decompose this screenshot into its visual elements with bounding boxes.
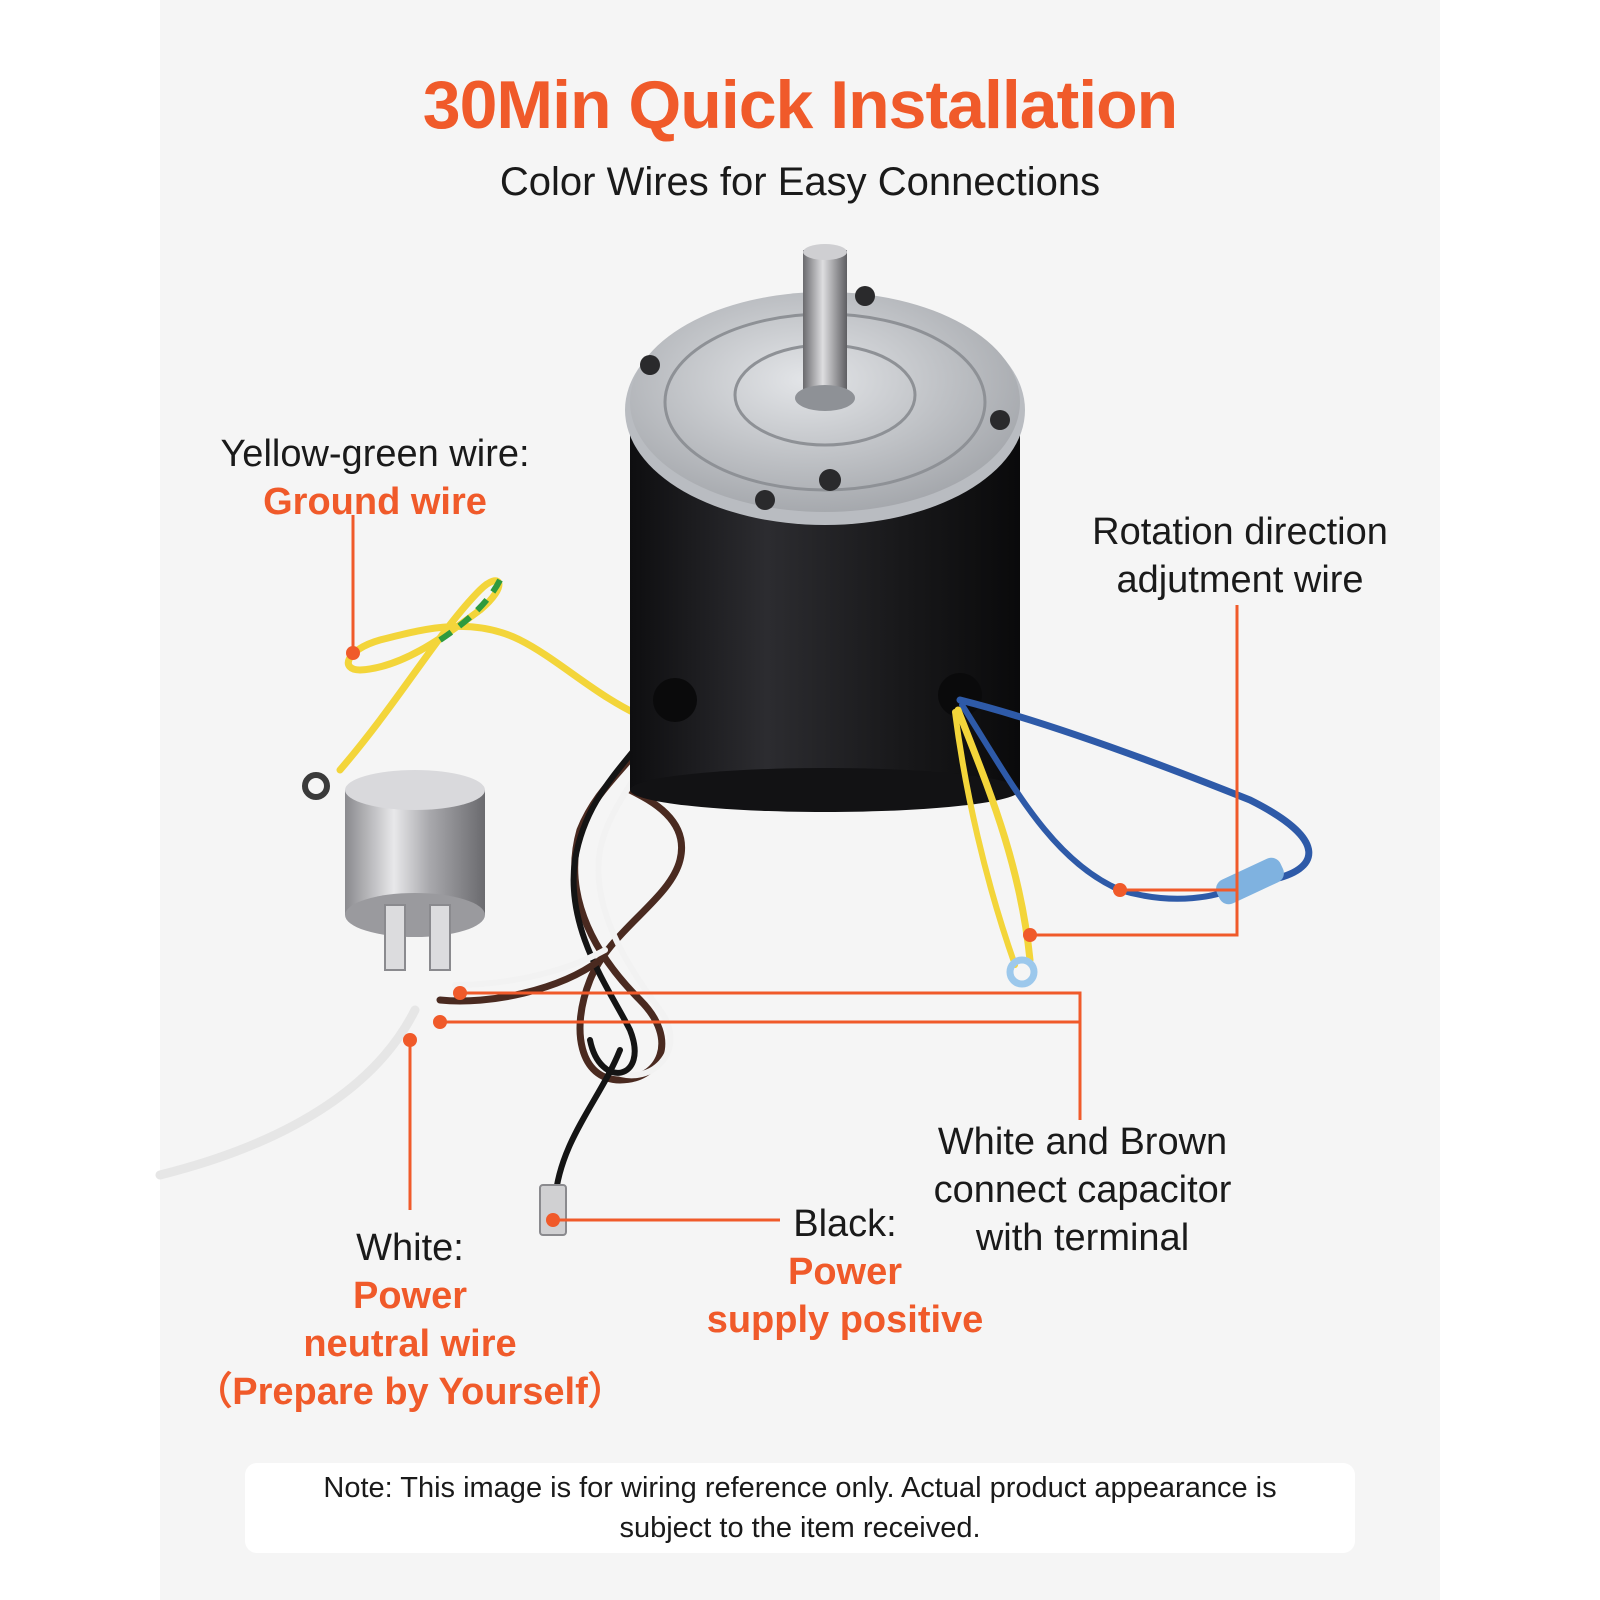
ground-ring-terminal [302,772,330,800]
leader-lines [351,515,1239,1222]
white-label-line4: （Prepare by Yourself） [194,1371,626,1413]
white-brown-label: White and Brown connect capacitor with t… [905,1118,1260,1262]
white-label-line3: neutral wire [303,1323,517,1365]
ground-label-line2: Ground wire [263,481,487,523]
black-label-line3: supply positive [706,1299,984,1341]
white-brown-line1: White and Brown [937,1121,1228,1163]
rotation-wire-label: Rotation direction adjutment wire [1060,508,1420,604]
page-subtitle: Color Wires for Easy Connections [499,160,1101,204]
white-neutral-cable [155,1005,420,1180]
disclaimer-note: Note: This image is for wiring reference… [245,1463,1355,1553]
rotation-wires [952,696,1313,968]
rotation-label-line1: Rotation direction [1092,511,1388,553]
leader-dots [346,646,1127,1227]
black-label-line2: Power [787,1251,903,1293]
white-label-line1: White: [356,1227,464,1269]
page-title: 30Min Quick Installation [422,67,1178,143]
green-ground-wire [438,578,503,643]
note-line2: subject to the item received. [619,1512,981,1544]
motor [625,244,1025,812]
white-label-line2: Power [352,1275,468,1317]
black-wire-label: Black: Power supply positive [680,1200,1010,1344]
yellow-ground-wire [336,577,654,774]
rotation-label-line2: adjutment wire [1116,559,1364,601]
black-label-line1: Black: [793,1203,897,1245]
white-wire-label: White: Power neutral wire （Prepare by Yo… [190,1224,630,1416]
ground-wire-label: Yellow-green wire: Ground wire [190,430,560,526]
wire-coil [436,716,686,1203]
ground-label-line1: Yellow-green wire: [220,433,530,475]
white-brown-line2: connect capacitor [933,1169,1232,1211]
white-brown-line3: with terminal [975,1217,1190,1259]
blue-cap-terminal [1006,956,1038,988]
blue-connector [1216,857,1284,905]
capacitor [345,770,485,971]
note-line1: Note: This image is for wiring reference… [323,1472,1277,1504]
